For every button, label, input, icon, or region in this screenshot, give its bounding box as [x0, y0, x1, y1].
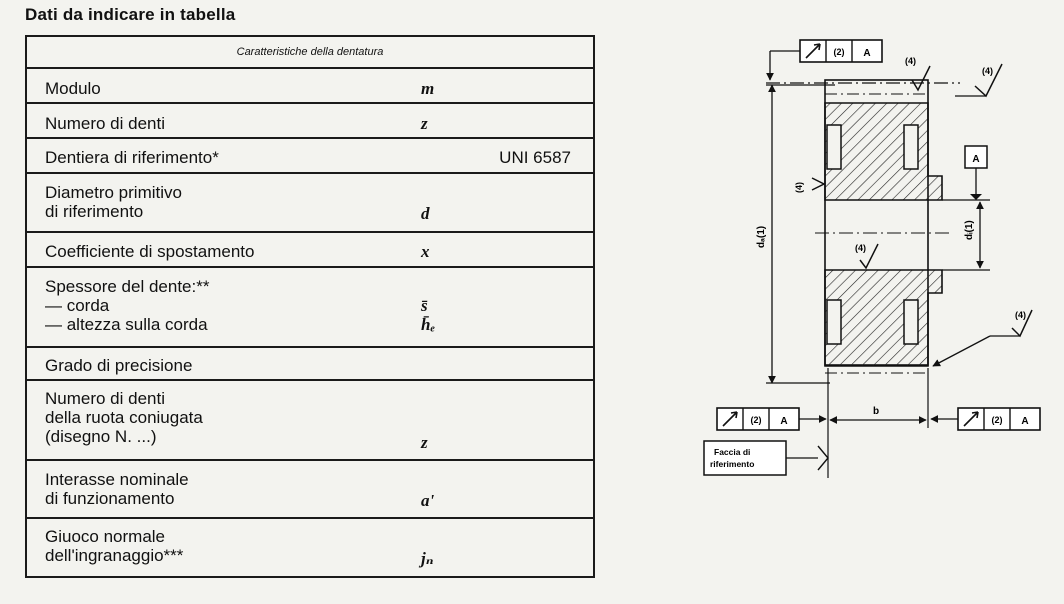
svg-text:b: b: [873, 406, 879, 417]
row-symbol: jₙ: [421, 549, 434, 568]
svg-text:(2): (2): [751, 415, 762, 425]
row-label: Numero di denti: [45, 114, 166, 133]
table-row: Giuoco normale dell'ingranaggio*** jₙ: [27, 517, 593, 578]
table-row: Numero di denti z: [27, 102, 593, 139]
tolerance-frame-top: (2) A: [766, 39, 883, 81]
table-row: Coefficiente di spostamento x: [27, 231, 593, 268]
roughness-symbol-right: (4): [955, 63, 1003, 98]
svg-text:dᵢ(1): dᵢ(1): [964, 220, 975, 240]
gear-section-drawing: (2) A (4) (4) dₐ(1): [703, 39, 1041, 478]
row-label: Giuoco normale dell'ingranaggio***: [45, 527, 184, 565]
table-row: Interasse nominale di funzionamento a': [27, 459, 593, 519]
svg-text:A: A: [1021, 416, 1028, 427]
row-symbol: z: [421, 433, 428, 452]
row-symbol: d: [421, 204, 430, 223]
row-label: Numero di denti della ruota coniugata (d…: [45, 389, 203, 446]
row-value: UNI 6587: [499, 148, 571, 167]
svg-text:A: A: [972, 154, 979, 165]
svg-text:(4): (4): [855, 243, 866, 253]
datum-a-box: A: [964, 145, 988, 200]
gear-body: [815, 79, 952, 374]
svg-text:Faccia di: Faccia di: [714, 447, 750, 457]
table-row: Dentiera di riferimento* UNI 6587: [27, 137, 593, 174]
svg-text:(4): (4): [794, 182, 804, 193]
row-symbol: x: [421, 242, 430, 261]
svg-text:(2): (2): [992, 415, 1003, 425]
row-symbol: z: [421, 114, 428, 133]
roughness-symbol-side: (4): [794, 177, 826, 193]
table-row: Grado di precisione: [27, 346, 593, 381]
reference-face-label: Faccia di riferimento: [703, 440, 829, 476]
svg-text:(4): (4): [905, 56, 916, 66]
dimension-b: b: [827, 368, 929, 478]
frame-datum-text: A: [863, 48, 870, 59]
svg-text:dₐ(1): dₐ(1): [756, 226, 767, 248]
roughness-symbol-bore: (4): [855, 243, 879, 270]
gear-characteristics-table: Caratteristiche della dentatura Modulo m…: [25, 35, 595, 578]
table-row: Spessore del dente:** — corda — altezza …: [27, 266, 593, 348]
tolerance-frame-right: (2) A: [930, 407, 1041, 431]
roughness-symbol-top: (4): [905, 56, 931, 92]
row-label: Dentiera di riferimento*: [45, 148, 219, 167]
table-row: Diametro primitivo di riferimento d: [27, 172, 593, 233]
svg-text:riferimento: riferimento: [710, 459, 754, 469]
row-symbol: a': [421, 491, 435, 510]
tolerance-frame-left: (2) A: [716, 407, 827, 431]
table-row: Modulo m: [27, 67, 593, 104]
table-row: Numero di denti della ruota coniugata (d…: [27, 379, 593, 461]
row-label: Spessore del dente:** — corda — altezza …: [45, 277, 210, 334]
row-symbol: s̄ h̄ₑ: [421, 296, 436, 334]
table-header: Caratteristiche della dentatura: [236, 46, 384, 58]
row-label: Diametro primitivo di riferimento: [45, 183, 182, 221]
row-label: Modulo: [45, 79, 101, 98]
row-label: Grado di precisione: [45, 356, 193, 375]
roughness-symbol-lower: (4): [932, 309, 1033, 367]
dimension-da: dₐ(1): [756, 84, 830, 384]
row-label: Coefficiente di spostamento: [45, 242, 255, 261]
svg-text:(4): (4): [1015, 310, 1026, 320]
frame-grade-text: (2): [834, 47, 845, 57]
svg-text:(4): (4): [982, 66, 993, 76]
row-label: Interasse nominale di funzionamento: [45, 470, 189, 508]
svg-text:A: A: [780, 416, 787, 427]
row-symbol: m: [421, 79, 435, 98]
dimension-di: dᵢ(1): [942, 199, 990, 271]
page-title: Dati da indicare in tabella: [25, 5, 236, 24]
runout-arrow-icon: [805, 43, 821, 59]
